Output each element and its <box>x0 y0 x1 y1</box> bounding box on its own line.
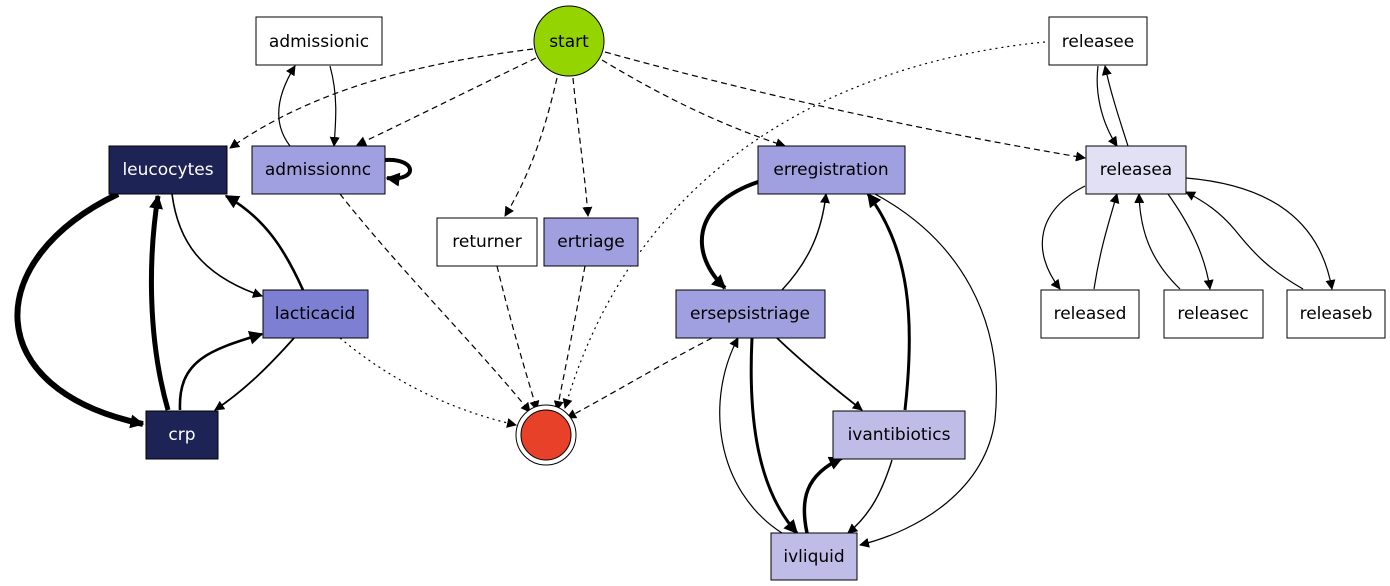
node-erregistration-label: erregistration <box>773 160 888 180</box>
edge-erregistration-ersepsistriage <box>699 180 759 290</box>
edge-admissionnc-end <box>339 193 531 413</box>
edge-admissionnc-self <box>384 157 412 187</box>
edge-leucocytes-crp <box>14 191 145 429</box>
node-admissionnc: admissionnc <box>251 145 386 195</box>
node-crp: crp <box>145 410 219 460</box>
start-node: start <box>533 5 605 77</box>
node-ertriage-label: ertriage <box>557 232 625 252</box>
node-ivliquid-label: ivliquid <box>783 547 844 567</box>
node-releasec-label: releasec <box>1177 304 1248 324</box>
edge-releasea-releasee <box>1101 65 1129 147</box>
node-returner-label: returner <box>452 232 521 252</box>
node-releasea-label: releasea <box>1100 160 1172 180</box>
node-admissionic: admissionic <box>255 16 383 66</box>
edge-lacticacid-end <box>339 337 517 428</box>
edge-ivliquid-ersepsistriage <box>719 337 783 534</box>
edge-ertriage-end <box>553 265 586 411</box>
node-crp-label: crp <box>168 425 195 445</box>
edge-ersepsistriage-erregistration <box>781 193 830 291</box>
edge-releasea-releasec <box>1167 193 1214 290</box>
edge-ivliquid-ivantibiotics <box>802 456 844 534</box>
edge-admissionnc-admissionic <box>278 65 296 147</box>
edge-releaseb-releasea <box>1185 191 1304 290</box>
edge-crp-lacticacid <box>178 331 264 411</box>
node-lacticacid: lacticacid <box>262 289 369 339</box>
edge-start-erregistration <box>601 59 786 148</box>
node-releasea: releasea <box>1085 145 1187 195</box>
end-node <box>515 404 577 466</box>
node-releasec: releasec <box>1163 289 1264 339</box>
edge-releasee-releasea <box>1096 65 1118 147</box>
node-releaseb-label: releaseb <box>1300 304 1373 324</box>
node-admissionnc-label: admissionnc <box>265 160 371 180</box>
node-returner: returner <box>436 217 538 267</box>
edge-start-releasea <box>604 51 1086 162</box>
node-admissionic-label: admissionic <box>269 32 369 52</box>
edge-admissionic-admissionnc <box>329 65 340 147</box>
edge-lacticacid-leucocytes <box>224 194 305 291</box>
edge-crp-leucocytes <box>148 194 171 411</box>
node-ertriage: ertriage <box>543 217 639 267</box>
node-erregistration: erregistration <box>757 145 906 195</box>
edge-leucocytes-lacticacid <box>171 193 263 298</box>
node-ersepsistriage: ersepsistriage <box>675 289 826 339</box>
edge-ivantibiotics-ivliquid <box>847 459 893 534</box>
edge-ersepsistriage-ivantibiotics <box>776 337 863 411</box>
edge-erregistration-ivliquid <box>859 193 997 548</box>
edge-lacticacid-crp <box>214 337 295 411</box>
edge-ersepsistriage-end <box>566 337 713 419</box>
node-ersepsistriage-label: ersepsistriage <box>690 304 810 324</box>
node-leucocytes-label: leucocytes <box>122 160 213 180</box>
edge-returner-end <box>496 265 540 411</box>
node-ivliquid: ivliquid <box>770 532 858 581</box>
edge-ivantibiotics-erregistration <box>866 192 911 411</box>
node-leucocytes: leucocytes <box>108 145 228 195</box>
node-released-label: released <box>1054 304 1127 324</box>
edge-start-admissionnc <box>356 57 537 146</box>
edges <box>14 41 1336 548</box>
edge-start-leucocytes <box>229 48 534 149</box>
node-released: released <box>1040 289 1140 339</box>
node-releasee-label: releasee <box>1062 32 1134 52</box>
edge-releasea-released <box>1041 185 1086 290</box>
edge-start-ertriage <box>572 77 593 217</box>
node-ivantibiotics: ivantibiotics <box>832 410 966 460</box>
edge-releasec-releasea <box>1134 193 1181 290</box>
edge-releasea-releaseb <box>1185 177 1336 290</box>
node-releaseb: releaseb <box>1286 289 1386 339</box>
nodes: start admissionic admissionnc leucocytes… <box>108 5 1386 581</box>
node-ivantibiotics-label: ivantibiotics <box>848 425 951 445</box>
edge-start-returner <box>504 77 558 217</box>
edge-ersepsistriage-ivliquid <box>749 337 799 535</box>
edge-released-releasea <box>1093 193 1120 290</box>
node-releasee: releasee <box>1048 16 1148 66</box>
start-label: start <box>549 32 589 52</box>
node-lacticacid-label: lacticacid <box>275 304 356 324</box>
